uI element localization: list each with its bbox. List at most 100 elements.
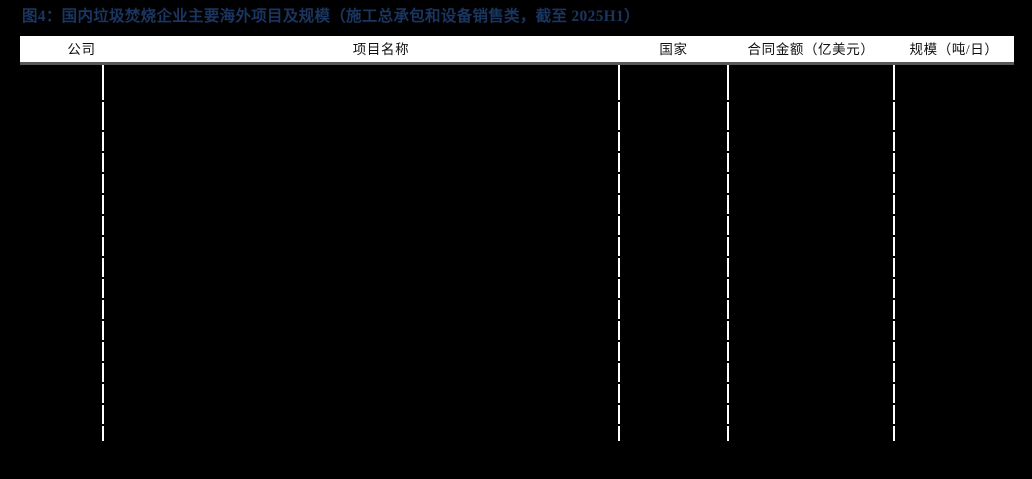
table-row[interactable] bbox=[20, 375, 1014, 395]
cell-amount bbox=[729, 123, 893, 143]
cell-amount bbox=[729, 354, 893, 374]
table-row[interactable] bbox=[20, 186, 1014, 206]
cell-company bbox=[20, 102, 102, 122]
cell-amount bbox=[729, 312, 893, 332]
cell-country bbox=[620, 354, 727, 374]
cell-scale bbox=[895, 186, 1014, 206]
cell-amount bbox=[729, 375, 893, 395]
figure-title: 图4：国内垃圾焚烧企业主要海外项目及规模（施工总承包和设备销售类，截至 2025… bbox=[22, 8, 640, 25]
column-header-company: 公司 bbox=[67, 42, 96, 57]
cell-project bbox=[104, 375, 618, 395]
cell-scale bbox=[895, 102, 1014, 122]
cell-amount bbox=[729, 186, 893, 206]
column-divider-3 bbox=[727, 65, 729, 441]
table-row[interactable] bbox=[20, 207, 1014, 227]
cell-amount bbox=[729, 459, 893, 479]
table-row[interactable] bbox=[20, 228, 1014, 248]
cell-amount bbox=[729, 228, 893, 248]
table-row[interactable] bbox=[20, 396, 1014, 416]
table-row[interactable] bbox=[20, 354, 1014, 374]
cell-company bbox=[20, 186, 102, 206]
cell-project bbox=[104, 228, 618, 248]
cell-country bbox=[620, 438, 727, 458]
table-row[interactable] bbox=[20, 102, 1014, 122]
row-separator bbox=[20, 403, 1014, 405]
cell-project bbox=[104, 207, 618, 227]
cell-company bbox=[20, 291, 102, 311]
cell-country bbox=[620, 123, 727, 143]
cell-project bbox=[104, 165, 618, 185]
cell-company bbox=[20, 417, 102, 437]
row-separator bbox=[20, 445, 1014, 447]
cell-project bbox=[104, 417, 618, 437]
cell-country bbox=[620, 165, 727, 185]
cell-amount bbox=[729, 165, 893, 185]
cell-country bbox=[620, 186, 727, 206]
row-separator bbox=[20, 193, 1014, 195]
cell-scale bbox=[895, 144, 1014, 164]
cell-amount bbox=[729, 417, 893, 437]
table-row[interactable] bbox=[20, 291, 1014, 311]
cell-country bbox=[620, 270, 727, 290]
cell-project bbox=[104, 249, 618, 269]
table-row[interactable] bbox=[20, 270, 1014, 290]
cell-country bbox=[620, 291, 727, 311]
column-header-country: 国家 bbox=[659, 42, 688, 57]
cell-country bbox=[620, 207, 727, 227]
cell-amount bbox=[729, 396, 893, 416]
table-row[interactable] bbox=[20, 249, 1014, 269]
cell-scale bbox=[895, 438, 1014, 458]
cell-amount bbox=[729, 270, 893, 290]
cell-company bbox=[20, 123, 102, 143]
cell-project bbox=[104, 270, 618, 290]
cell-country bbox=[620, 417, 727, 437]
column-header-contract-amount: 合同金额（亿美元） bbox=[747, 42, 875, 57]
row-separator bbox=[20, 235, 1014, 237]
cell-amount bbox=[729, 438, 893, 458]
cell-scale bbox=[895, 459, 1014, 479]
table-row[interactable] bbox=[20, 312, 1014, 332]
row-separator bbox=[20, 319, 1014, 321]
cell-amount bbox=[729, 249, 893, 269]
cell-scale bbox=[895, 270, 1014, 290]
table-row[interactable] bbox=[20, 333, 1014, 353]
table-row[interactable] bbox=[20, 144, 1014, 164]
cell-scale bbox=[895, 123, 1014, 143]
cell-project bbox=[104, 144, 618, 164]
cell-amount bbox=[729, 144, 893, 164]
row-separator bbox=[20, 172, 1014, 174]
table-row[interactable] bbox=[20, 417, 1014, 437]
cell-project bbox=[104, 291, 618, 311]
cell-scale bbox=[895, 228, 1014, 248]
table-row[interactable] bbox=[20, 459, 1014, 479]
cell-country bbox=[620, 144, 727, 164]
figure-table: 公司 项目名称 国家 合同金额（亿美元） 规模（吨/日） bbox=[20, 36, 1014, 447]
row-separator bbox=[20, 100, 1014, 102]
table-row[interactable] bbox=[20, 165, 1014, 185]
cell-amount bbox=[729, 333, 893, 353]
cell-country bbox=[620, 333, 727, 353]
column-header-project-name: 项目名称 bbox=[352, 42, 410, 57]
cell-amount bbox=[729, 291, 893, 311]
cell-project bbox=[104, 396, 618, 416]
cell-project bbox=[104, 312, 618, 332]
cell-country bbox=[620, 228, 727, 248]
cell-scale bbox=[895, 396, 1014, 416]
cell-company bbox=[20, 228, 102, 248]
cell-country bbox=[620, 312, 727, 332]
cell-amount bbox=[729, 102, 893, 122]
cell-scale bbox=[895, 291, 1014, 311]
cell-country bbox=[620, 396, 727, 416]
cell-scale bbox=[895, 333, 1014, 353]
table-row[interactable] bbox=[20, 123, 1014, 143]
row-separator bbox=[20, 298, 1014, 300]
cell-project bbox=[104, 459, 618, 479]
row-separator bbox=[20, 130, 1014, 132]
cell-country bbox=[620, 102, 727, 122]
cell-project bbox=[104, 354, 618, 374]
table-row[interactable] bbox=[20, 438, 1014, 458]
cell-company bbox=[20, 249, 102, 269]
row-separator bbox=[20, 424, 1014, 426]
cell-scale bbox=[895, 354, 1014, 374]
row-separator bbox=[20, 214, 1014, 216]
